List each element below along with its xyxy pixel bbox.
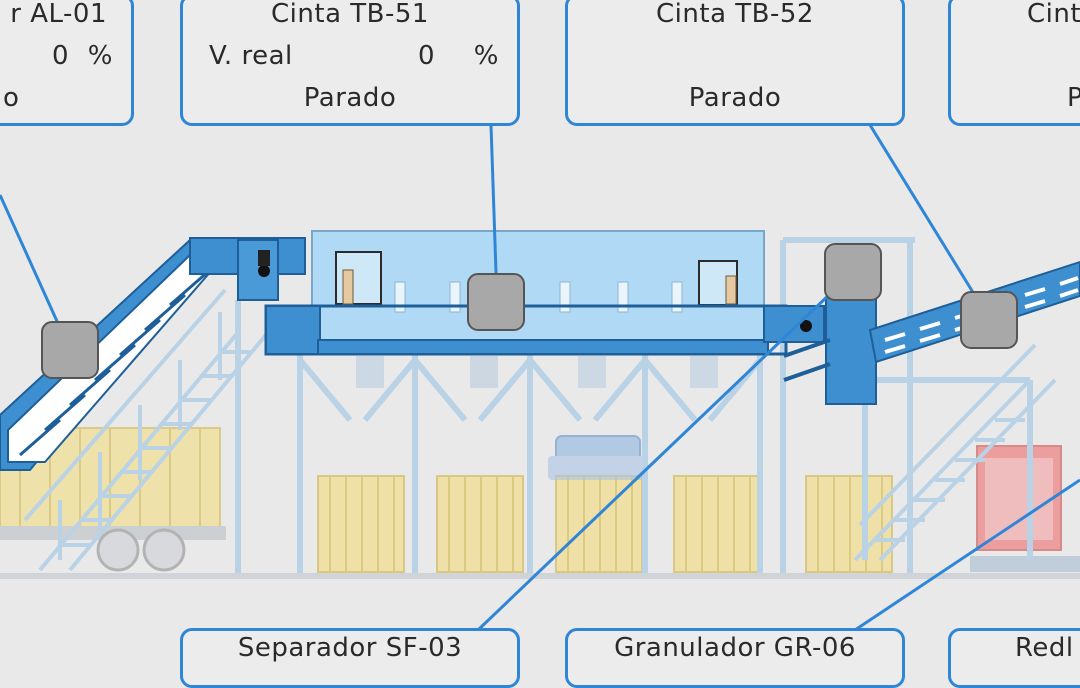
stairs-right [853,343,1057,562]
panel-redl-title: Redl [1015,633,1074,663]
marker-tb51[interactable] [467,273,525,331]
panel-tb51-speed-label: V. real [209,41,293,71]
panel-gr06-title: Granulador GR-06 [614,633,856,663]
marker-tb52[interactable] [960,291,1018,349]
panel-gr06[interactable]: Granulador GR-06 [565,628,905,688]
stairs-left [23,288,272,572]
panel-tb51-unit: % [473,41,499,71]
marker-sf03[interactable] [824,243,882,301]
panel-redl[interactable]: Redl [948,628,1080,688]
panel-tb51-title: Cinta TB-51 [271,0,429,29]
panel-tb51[interactable]: Cinta TB-51 V. real 0 % Parado [180,0,520,126]
ground-line [0,573,1080,579]
panel-tb53-title: Cint [1027,0,1080,29]
marker-al01[interactable] [41,321,99,379]
hoppers [356,356,718,388]
panel-tb52-status: Parado [688,83,782,113]
panel-al01-value: 0 [51,41,69,71]
panel-sf03[interactable]: Separador SF-03 [180,628,520,688]
red-machine [970,445,1080,572]
panel-al01-title: r AL-01 [10,0,107,29]
crates [317,475,893,573]
panel-al01[interactable]: r AL-01 0 % o [0,0,134,126]
panel-al01-unit: % [87,41,113,71]
sorting-cabin [264,230,825,356]
panel-tb52[interactable]: Cinta TB-52 Parado [565,0,905,126]
separator-body [783,297,877,405]
panel-sf03-title: Separador SF-03 [237,633,463,663]
structure [235,237,1033,573]
panel-tb53[interactable]: Cint P [948,0,1080,126]
panel-tb53-status: P [1067,83,1080,113]
panel-tb51-value: 0 [417,41,435,71]
panel-al01-status: o [3,83,20,113]
conveyor-al01 [0,237,306,471]
panel-tb51-status: Parado [303,83,397,113]
drum [548,435,648,480]
panel-tb52-title: Cinta TB-52 [656,0,814,29]
